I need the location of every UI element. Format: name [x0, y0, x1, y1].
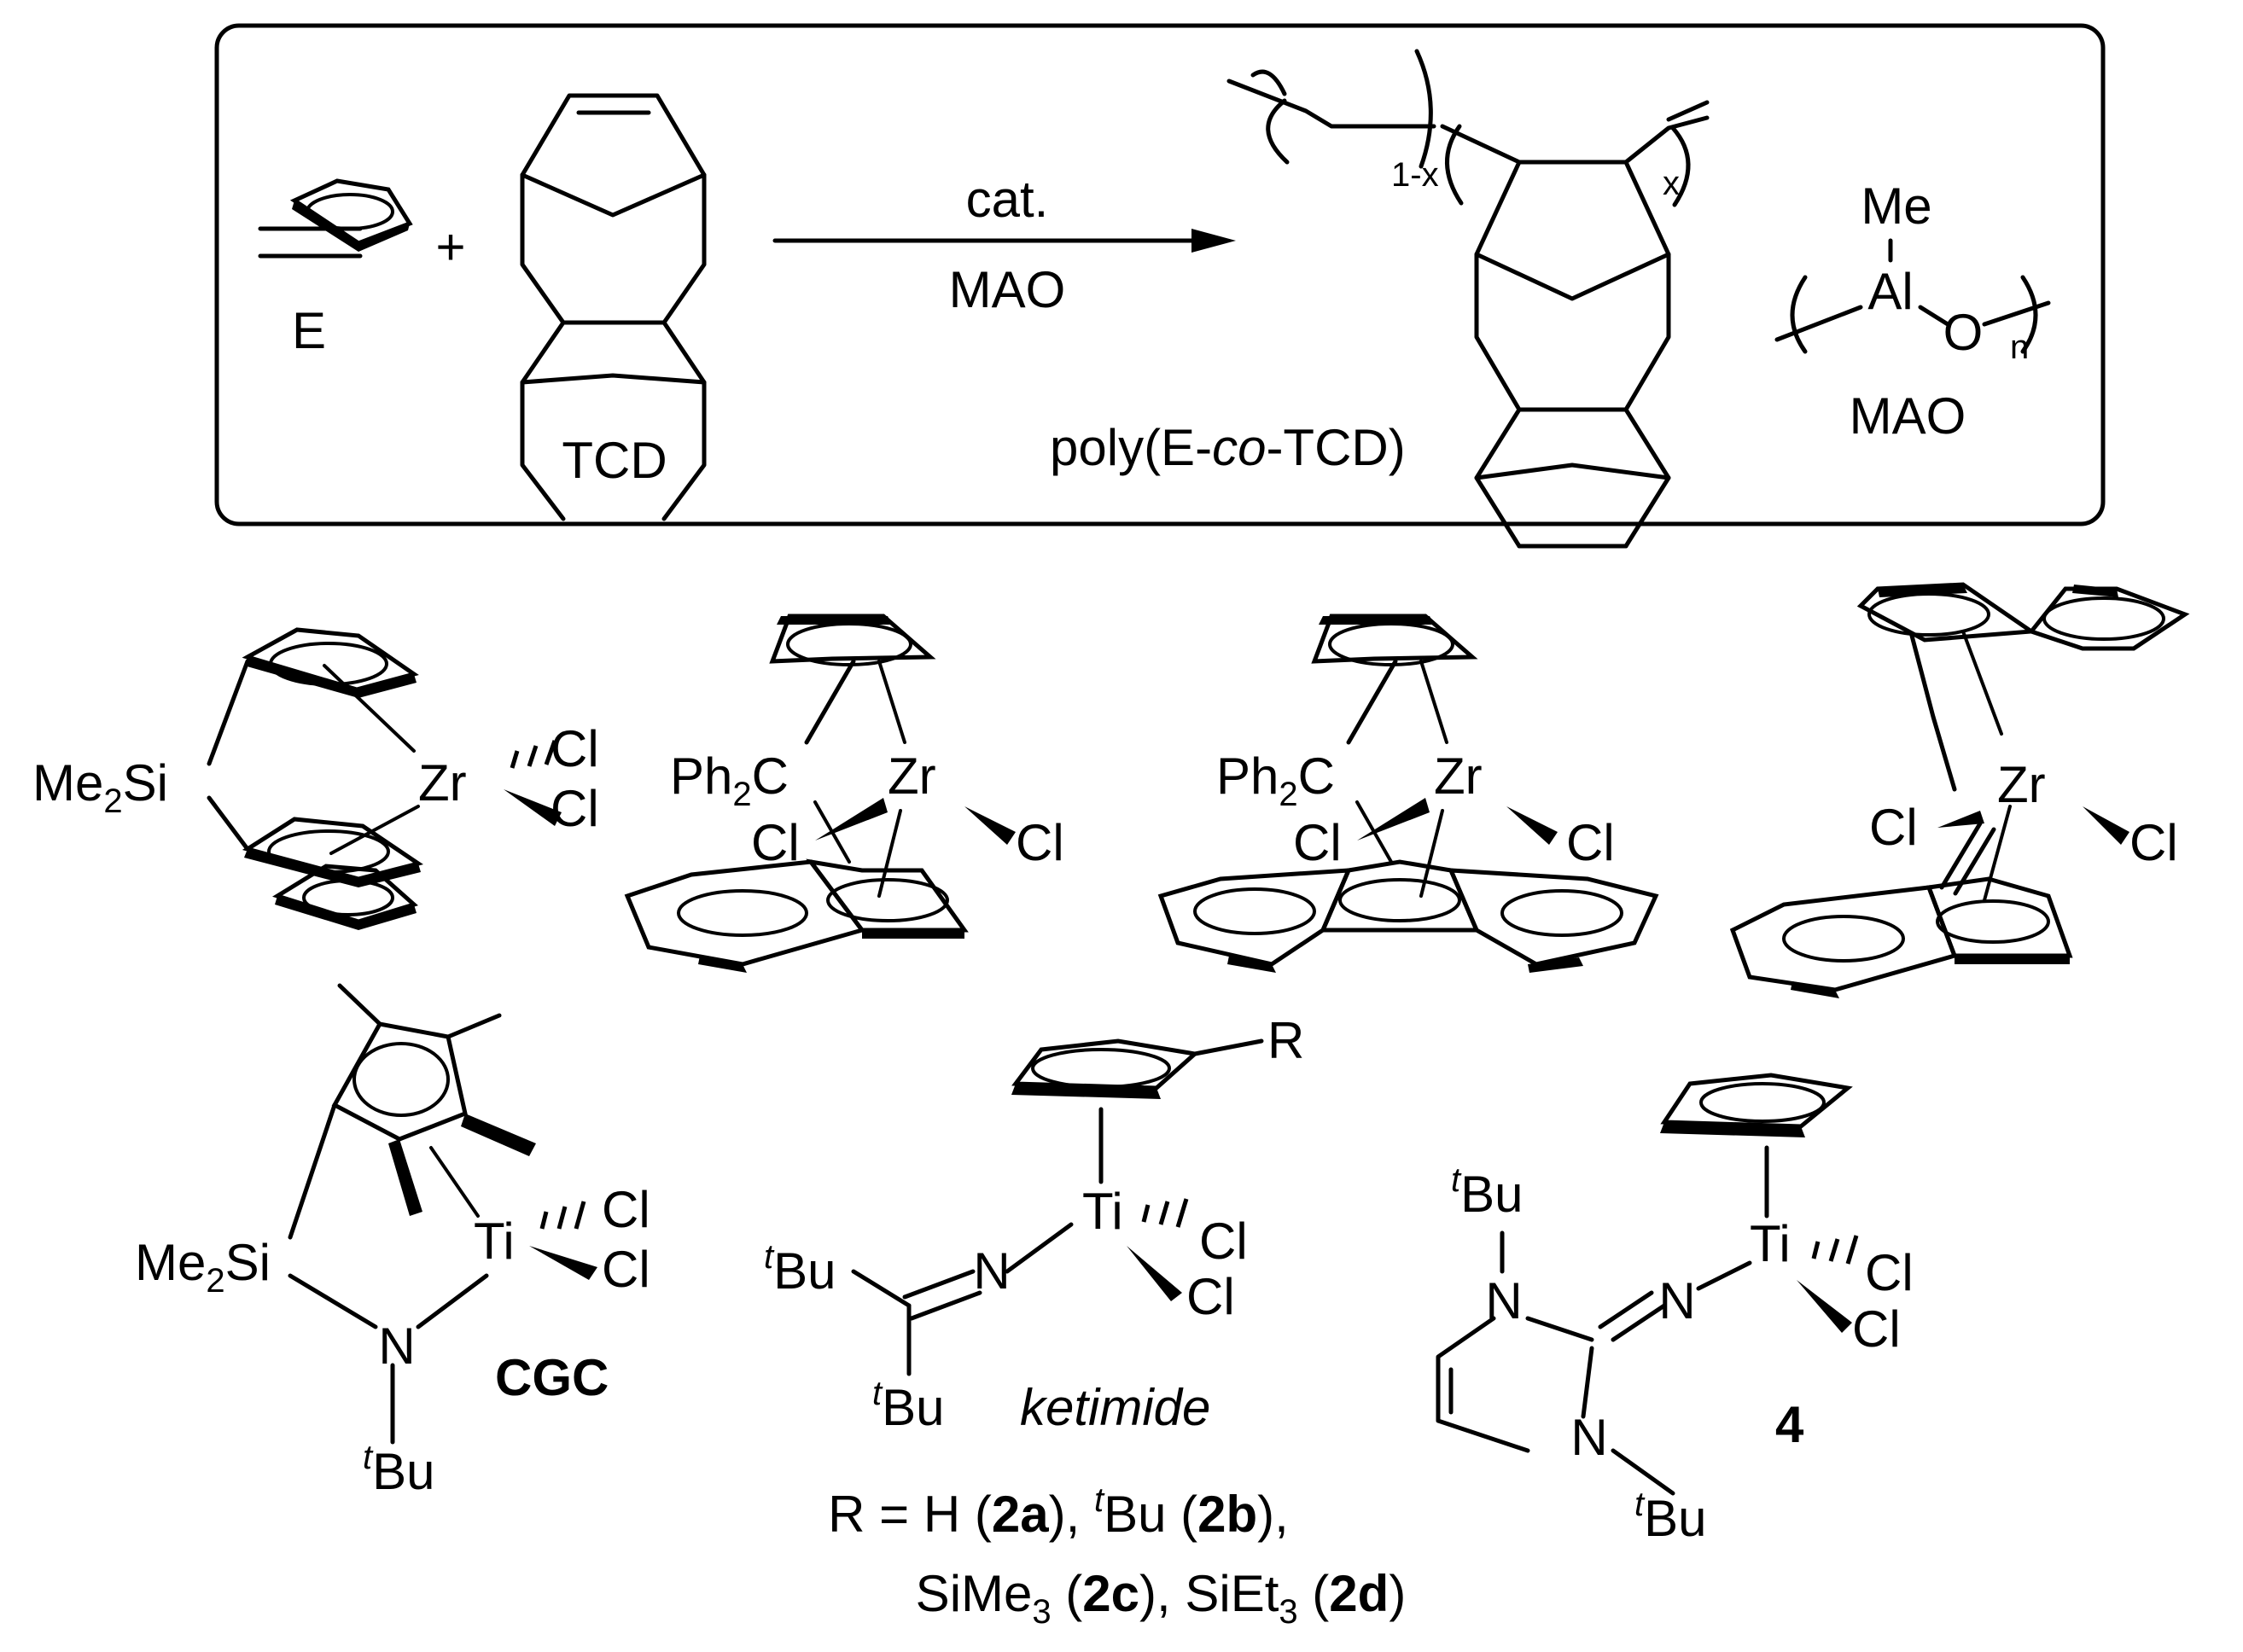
mao-me: Me	[1861, 177, 1931, 235]
r-definition-line2: SiMe3 (2c), SiEt3 (2d)	[916, 1565, 1407, 1631]
cgc-cl2: Cl	[602, 1241, 650, 1298]
arrow-cocatalyst-label: MAO	[949, 261, 1066, 318]
c4b-n1: N	[1485, 1272, 1522, 1329]
c2-cl1: Cl	[751, 814, 800, 871]
ketimide-n: N	[973, 1242, 1010, 1300]
tcd-label: TCD	[562, 432, 667, 489]
copolymer-name: poly(E-co-TCD)	[1050, 419, 1406, 476]
c4-cl1: Cl	[1869, 799, 1918, 856]
r-definition-line1: R = H (2a), tBu (2b),	[828, 1481, 1289, 1543]
c4b-cl1: Cl	[1865, 1244, 1914, 1301]
c3-cl2: Cl	[1566, 814, 1615, 871]
copolymer-structure	[1226, 49, 1710, 549]
ketimide-r: R	[1267, 1012, 1304, 1069]
cgc-metal: Ti	[474, 1213, 515, 1270]
c4b-cl2: Cl	[1852, 1300, 1901, 1358]
reaction-arrow	[772, 229, 1236, 253]
mao-al: Al	[1867, 263, 1913, 320]
plus-sign: +	[435, 218, 465, 276]
arrow-catalyst-label: cat.	[966, 171, 1049, 228]
c4-metal: Zr	[1997, 756, 2046, 813]
mao-label: MAO	[1850, 387, 1966, 445]
c4b-n2: N	[1570, 1409, 1607, 1466]
copolymer-sub-x: x	[1663, 165, 1680, 202]
mao-n: n	[2010, 329, 2029, 366]
complex-2	[624, 614, 1016, 973]
c1-cl2: Cl	[551, 780, 599, 837]
tcd-structure	[520, 93, 707, 521]
c3-cl1: Cl	[1293, 814, 1342, 871]
ketimide-cl2: Cl	[1186, 1268, 1235, 1325]
ketimide-cl1: Cl	[1199, 1213, 1248, 1270]
c4b-tbu1: tBu	[1451, 1161, 1523, 1223]
ketimide-label: ketimide	[1020, 1379, 1210, 1436]
copolymer-sub-1x: 1-x	[1391, 156, 1439, 194]
mao-o: O	[1943, 304, 1984, 361]
c1-metal: Zr	[418, 754, 467, 811]
ketimide-tbu1: tBu	[764, 1238, 836, 1300]
ketimide-tbu2: tBu	[872, 1375, 945, 1436]
c2-metal: Zr	[888, 747, 936, 805]
c3-metal: Zr	[1434, 747, 1483, 805]
complex-1	[207, 627, 562, 887]
c4b-label: 4	[1775, 1396, 1804, 1453]
mao-structure	[1774, 238, 2051, 354]
cgc-n: N	[378, 1318, 415, 1375]
c4b-n-exo: N	[1658, 1272, 1695, 1329]
complex-4	[1729, 582, 2190, 998]
c4b-tbu2: tBu	[1634, 1486, 1707, 1547]
c1-cl1: Cl	[551, 720, 599, 777]
c3-bridge: Ph2C	[1216, 747, 1335, 813]
cgc-cl1: Cl	[602, 1181, 650, 1238]
complex-ketimide	[851, 1038, 1264, 1376]
c4-cl2: Cl	[2129, 814, 2178, 871]
complex-3	[1157, 614, 1659, 973]
cgc-si: Me2Si	[135, 1234, 271, 1300]
complex-me2si-zr	[272, 178, 418, 930]
complex-cgc	[288, 983, 597, 1445]
ethylene-label: E	[292, 302, 326, 359]
ketimide-metal: Ti	[1082, 1183, 1123, 1240]
c2-bridge: Ph2C	[670, 747, 789, 813]
complex-imidazoliniminato	[1436, 1073, 1859, 1496]
cgc-label: CGC	[495, 1349, 609, 1406]
c1-si-label: Me2Si	[32, 754, 168, 820]
c2-cl2: Cl	[1016, 814, 1064, 871]
reaction-box	[214, 23, 2106, 526]
c4b-metal: Ti	[1750, 1215, 1791, 1272]
cgc-tbu: tBu	[363, 1439, 435, 1500]
